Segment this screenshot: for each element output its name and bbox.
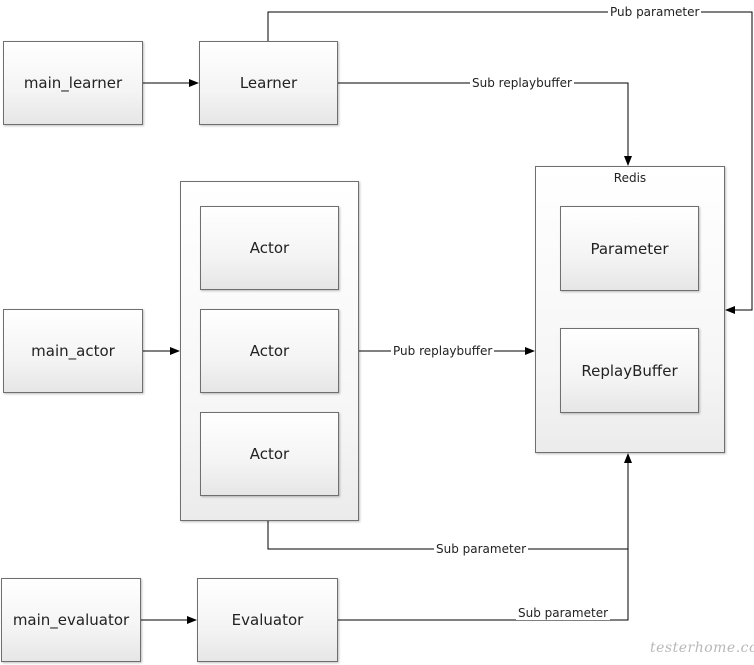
parameter-box: Parameter [560,206,699,291]
replay-buffer-box: ReplayBuffer [560,328,699,413]
actor-box: Actor [200,309,339,393]
label-sub-parameter-evaluator: Sub parameter [516,606,611,620]
line-pub-parameter [267,11,753,314]
main-evaluator-box: main_evaluator [1,578,141,662]
parameter-label: Parameter [590,239,669,258]
actor-label: Actor [249,239,290,257]
main-evaluator-label: main_evaluator [12,611,130,629]
main-learner-label: main_learner [23,74,123,92]
actor-box: Actor [200,412,339,496]
line-sub-replaybuffer [338,82,632,166]
watermark: testerhome.com [650,640,754,656]
label-pub-parameter: Pub parameter [608,5,702,19]
learner-box: Learner [199,41,338,125]
replay-buffer-label: ReplayBuffer [581,361,678,380]
redis-title: Redis [613,171,647,185]
main-actor-label: main_actor [31,342,115,360]
main-learner-box: main_learner [3,41,143,125]
actor-box: Actor [200,206,339,290]
learner-label: Learner [239,74,298,92]
actor-label: Actor [249,342,290,360]
main-actor-box: main_actor [3,309,143,393]
label-sub-replaybuffer: Sub replaybuffer [470,76,574,90]
label-pub-replaybuffer: Pub replaybuffer [391,344,495,358]
actor-group: Actor Actor Actor [180,181,359,521]
evaluator-label: Evaluator [231,611,304,629]
evaluator-box: Evaluator [197,578,338,662]
line-sub-parameter-evaluator [338,453,632,621]
redis-container: Redis Parameter ReplayBuffer [535,166,725,453]
label-sub-parameter-actors: Sub parameter [434,542,529,556]
actor-label: Actor [249,445,290,463]
